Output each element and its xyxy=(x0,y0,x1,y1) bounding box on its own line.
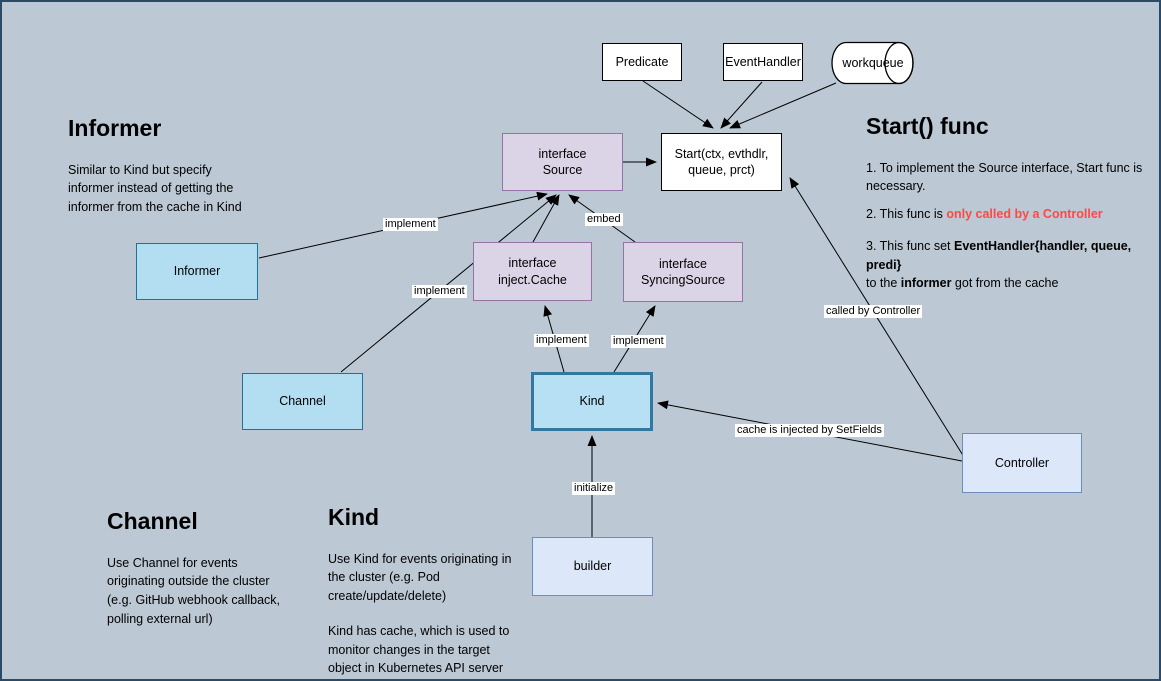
node-kind[interactable]: Kind xyxy=(531,372,653,431)
item3-bold: EventHandler{handler, queue, predi} xyxy=(866,238,1132,272)
note-start-func-title: Start() func xyxy=(866,113,989,139)
item3-line2-prefix: to the xyxy=(866,276,901,291)
node-interface-inject-cache[interactable]: interface inject.Cache xyxy=(473,242,592,301)
edge-label-initialize: initialize xyxy=(572,482,616,496)
note-start-func-item3: 3. This func set EventHandler{handler, q… xyxy=(866,237,1159,293)
note-start-func-item2: 2. This func is only called by a Control… xyxy=(866,205,1159,224)
node-interface-syncing-source[interactable]: interface SyncingSource xyxy=(623,242,743,302)
node-builder[interactable]: builder xyxy=(532,537,653,596)
edge-label-syncing-implement: implement xyxy=(611,335,666,349)
cylinder-shape xyxy=(831,41,914,85)
note-start-func: Start() func 1. To implement the Source … xyxy=(866,113,1159,293)
node-controller[interactable]: Controller xyxy=(962,433,1082,493)
node-start-func[interactable]: Start(ctx, evthdlr, queue, prct) xyxy=(661,133,782,191)
item2-prefix: 2. This func is xyxy=(866,207,947,222)
node-channel[interactable]: Channel xyxy=(242,373,363,430)
item2-highlight: only called by a Controller xyxy=(946,207,1103,222)
item3-line2-bold: informer xyxy=(900,276,952,291)
note-informer-title: Informer xyxy=(68,115,162,141)
note-kind: Kind Use Kind for events originating in … xyxy=(328,504,558,678)
node-workqueue[interactable]: workqueue xyxy=(831,41,915,85)
edge-label-channel-implement: implement xyxy=(412,285,467,299)
edge-label-called-by-controller: called by Controller xyxy=(824,305,923,319)
node-workqueue-label: workqueue xyxy=(842,55,904,70)
item3-line2-suffix: got from the cache xyxy=(951,276,1059,291)
note-informer-body: Similar to Kind but specify informer ins… xyxy=(68,162,242,215)
note-start-func-item1: 1. To implement the Source interface, St… xyxy=(866,160,1143,194)
edge-label-embed: embed xyxy=(585,213,623,227)
node-event-handler[interactable]: EventHandler xyxy=(723,43,803,81)
note-channel-body: Use Channel for events originating outsi… xyxy=(107,555,281,626)
note-kind-para2: Kind has cache, which is used to monitor… xyxy=(328,623,510,676)
node-informer[interactable]: Informer xyxy=(136,243,258,300)
edge-label-cache-injected: cache is injected by SetFields xyxy=(735,424,884,438)
note-channel: Channel Use Channel for events originati… xyxy=(107,508,347,629)
edge-label-cache-implement: implement xyxy=(534,334,589,348)
item3-prefix: 3. This func set xyxy=(866,238,955,253)
note-kind-para1: Use Kind for events originating in the c… xyxy=(328,551,512,604)
note-kind-title: Kind xyxy=(328,504,380,530)
note-informer: Informer Similar to Kind but specify inf… xyxy=(68,115,318,217)
edge-label-informer-implement: implement xyxy=(383,218,438,232)
node-predicate[interactable]: Predicate xyxy=(602,43,682,81)
note-channel-title: Channel xyxy=(107,508,198,534)
node-interface-source[interactable]: interface Source xyxy=(502,133,623,191)
